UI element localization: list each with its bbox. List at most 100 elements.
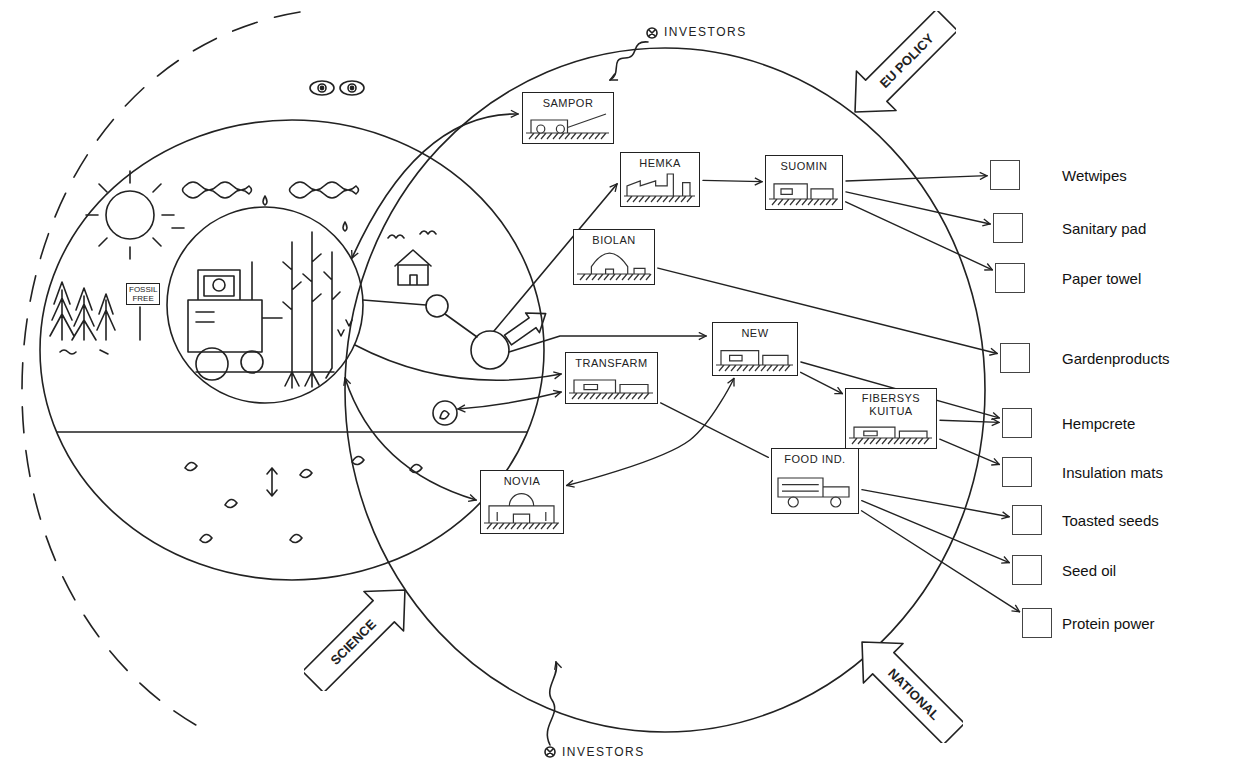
product-item: Protein power [1022, 608, 1155, 638]
company-box: HEMKA [620, 152, 700, 207]
connector-arrow [862, 501, 1009, 563]
company-name: SUOMIN [777, 157, 832, 173]
investor-symbol-cross [547, 749, 554, 756]
product-item: Wetwipes [990, 160, 1127, 190]
product-label: Gardenproducts [1062, 350, 1170, 367]
company-name: FIBERSYS KUITUA [851, 389, 931, 418]
eye-symbol [310, 81, 334, 95]
company-sketch [481, 489, 562, 531]
building-drawing [778, 478, 849, 497]
sun-rays [86, 171, 174, 259]
company-sketch [772, 467, 857, 511]
investor-symbol [545, 747, 555, 757]
company-box: BIOLAN [573, 229, 655, 285]
company-sketch [574, 248, 653, 282]
product-box [1002, 457, 1032, 487]
connector-arrow [846, 176, 987, 181]
rain-drops [172, 196, 347, 231]
company-name: TRANSFARM [571, 354, 651, 370]
fossil-free-sign: FOSSIL FREE [126, 283, 160, 305]
product-item: Paper towel [995, 263, 1141, 293]
connector-arrow [862, 511, 1020, 612]
product-label: Protein power [1062, 615, 1155, 632]
up-down-arrow [267, 468, 277, 496]
connector-arrow [940, 420, 999, 422]
wheel [537, 125, 545, 133]
company-sketch [523, 111, 612, 141]
cloud [290, 182, 359, 198]
wheel [788, 497, 798, 507]
block-arrow-shape [862, 642, 963, 743]
product-label: Insulation mats [1062, 464, 1163, 481]
product-label: Seed oil [1062, 562, 1116, 579]
product-item: Hempcrete [1002, 408, 1135, 438]
company-name: SAMPOR [539, 94, 598, 110]
product-box [1022, 608, 1052, 638]
product-item: Toasted seeds [1012, 505, 1159, 535]
building-drawing [849, 427, 932, 444]
product-box [993, 213, 1023, 243]
product-box [995, 263, 1025, 293]
product-item: Seed oil [1012, 555, 1116, 585]
building-drawing [716, 351, 793, 371]
farm-circle [167, 207, 363, 403]
hemp-plants [196, 232, 352, 388]
sign-text: FOSSIL FREE [129, 285, 157, 303]
connector-arrow [801, 372, 843, 393]
product-label: Sanitary pad [1062, 220, 1146, 237]
ecosystem-circle [40, 120, 544, 580]
cloud [183, 182, 252, 198]
tractor [188, 262, 282, 352]
company-box: FOOD IND. [771, 448, 859, 514]
investor-arrow [547, 662, 556, 745]
company-box: SUOMIN [765, 155, 843, 210]
ground-line [57, 431, 527, 433]
block-arrow-shape [304, 590, 405, 691]
flow-arrow [458, 392, 561, 409]
connector-arrow [846, 192, 990, 224]
product-label: Paper towel [1062, 270, 1141, 287]
product-label: Wetwipes [1062, 167, 1127, 184]
tractor-wheel [241, 351, 263, 373]
building-drawing [569, 380, 653, 399]
investor-arrow [610, 42, 648, 80]
product-item: Gardenproducts [1000, 343, 1170, 373]
company-sketch [766, 174, 841, 207]
company-box: NEW [712, 322, 798, 376]
building-drawing [484, 494, 559, 529]
product-box [990, 160, 1020, 190]
eye-pupil [320, 86, 323, 89]
company-sketch [566, 371, 656, 401]
product-item: Insulation mats [1002, 457, 1163, 487]
sign-post [139, 307, 141, 340]
company-sketch [846, 419, 935, 446]
tractor-driver [213, 279, 225, 291]
forest-trees [50, 282, 115, 354]
block-arrow-shape [855, 11, 956, 112]
connector-arrow [703, 180, 762, 181]
company-sketch [713, 341, 796, 373]
company-name: NOVIA [500, 472, 545, 488]
product-label: Hempcrete [1062, 415, 1135, 432]
flow-arrow [345, 378, 476, 500]
outer-dashed-boundary [22, 12, 300, 730]
connector-arrow [846, 202, 993, 270]
block-arrow [501, 304, 552, 350]
industry-circle [345, 48, 985, 732]
connector-arrow [940, 439, 999, 464]
tractor-wheel [196, 348, 228, 380]
product-box [1002, 408, 1032, 438]
building-drawing [624, 174, 695, 202]
connector-arrow [862, 490, 1009, 517]
eye-iris [318, 84, 326, 92]
product-item: Sanitary pad [993, 213, 1146, 243]
flow-arrow [509, 336, 706, 352]
connector-arrow [658, 268, 997, 353]
product-box [1012, 555, 1042, 585]
product-label: Toasted seeds [1062, 512, 1159, 529]
birds [388, 231, 436, 238]
investor-label: INVESTORS [562, 745, 645, 759]
investor-symbol [647, 28, 657, 38]
policy-arrow: NATIONAL [853, 633, 963, 743]
